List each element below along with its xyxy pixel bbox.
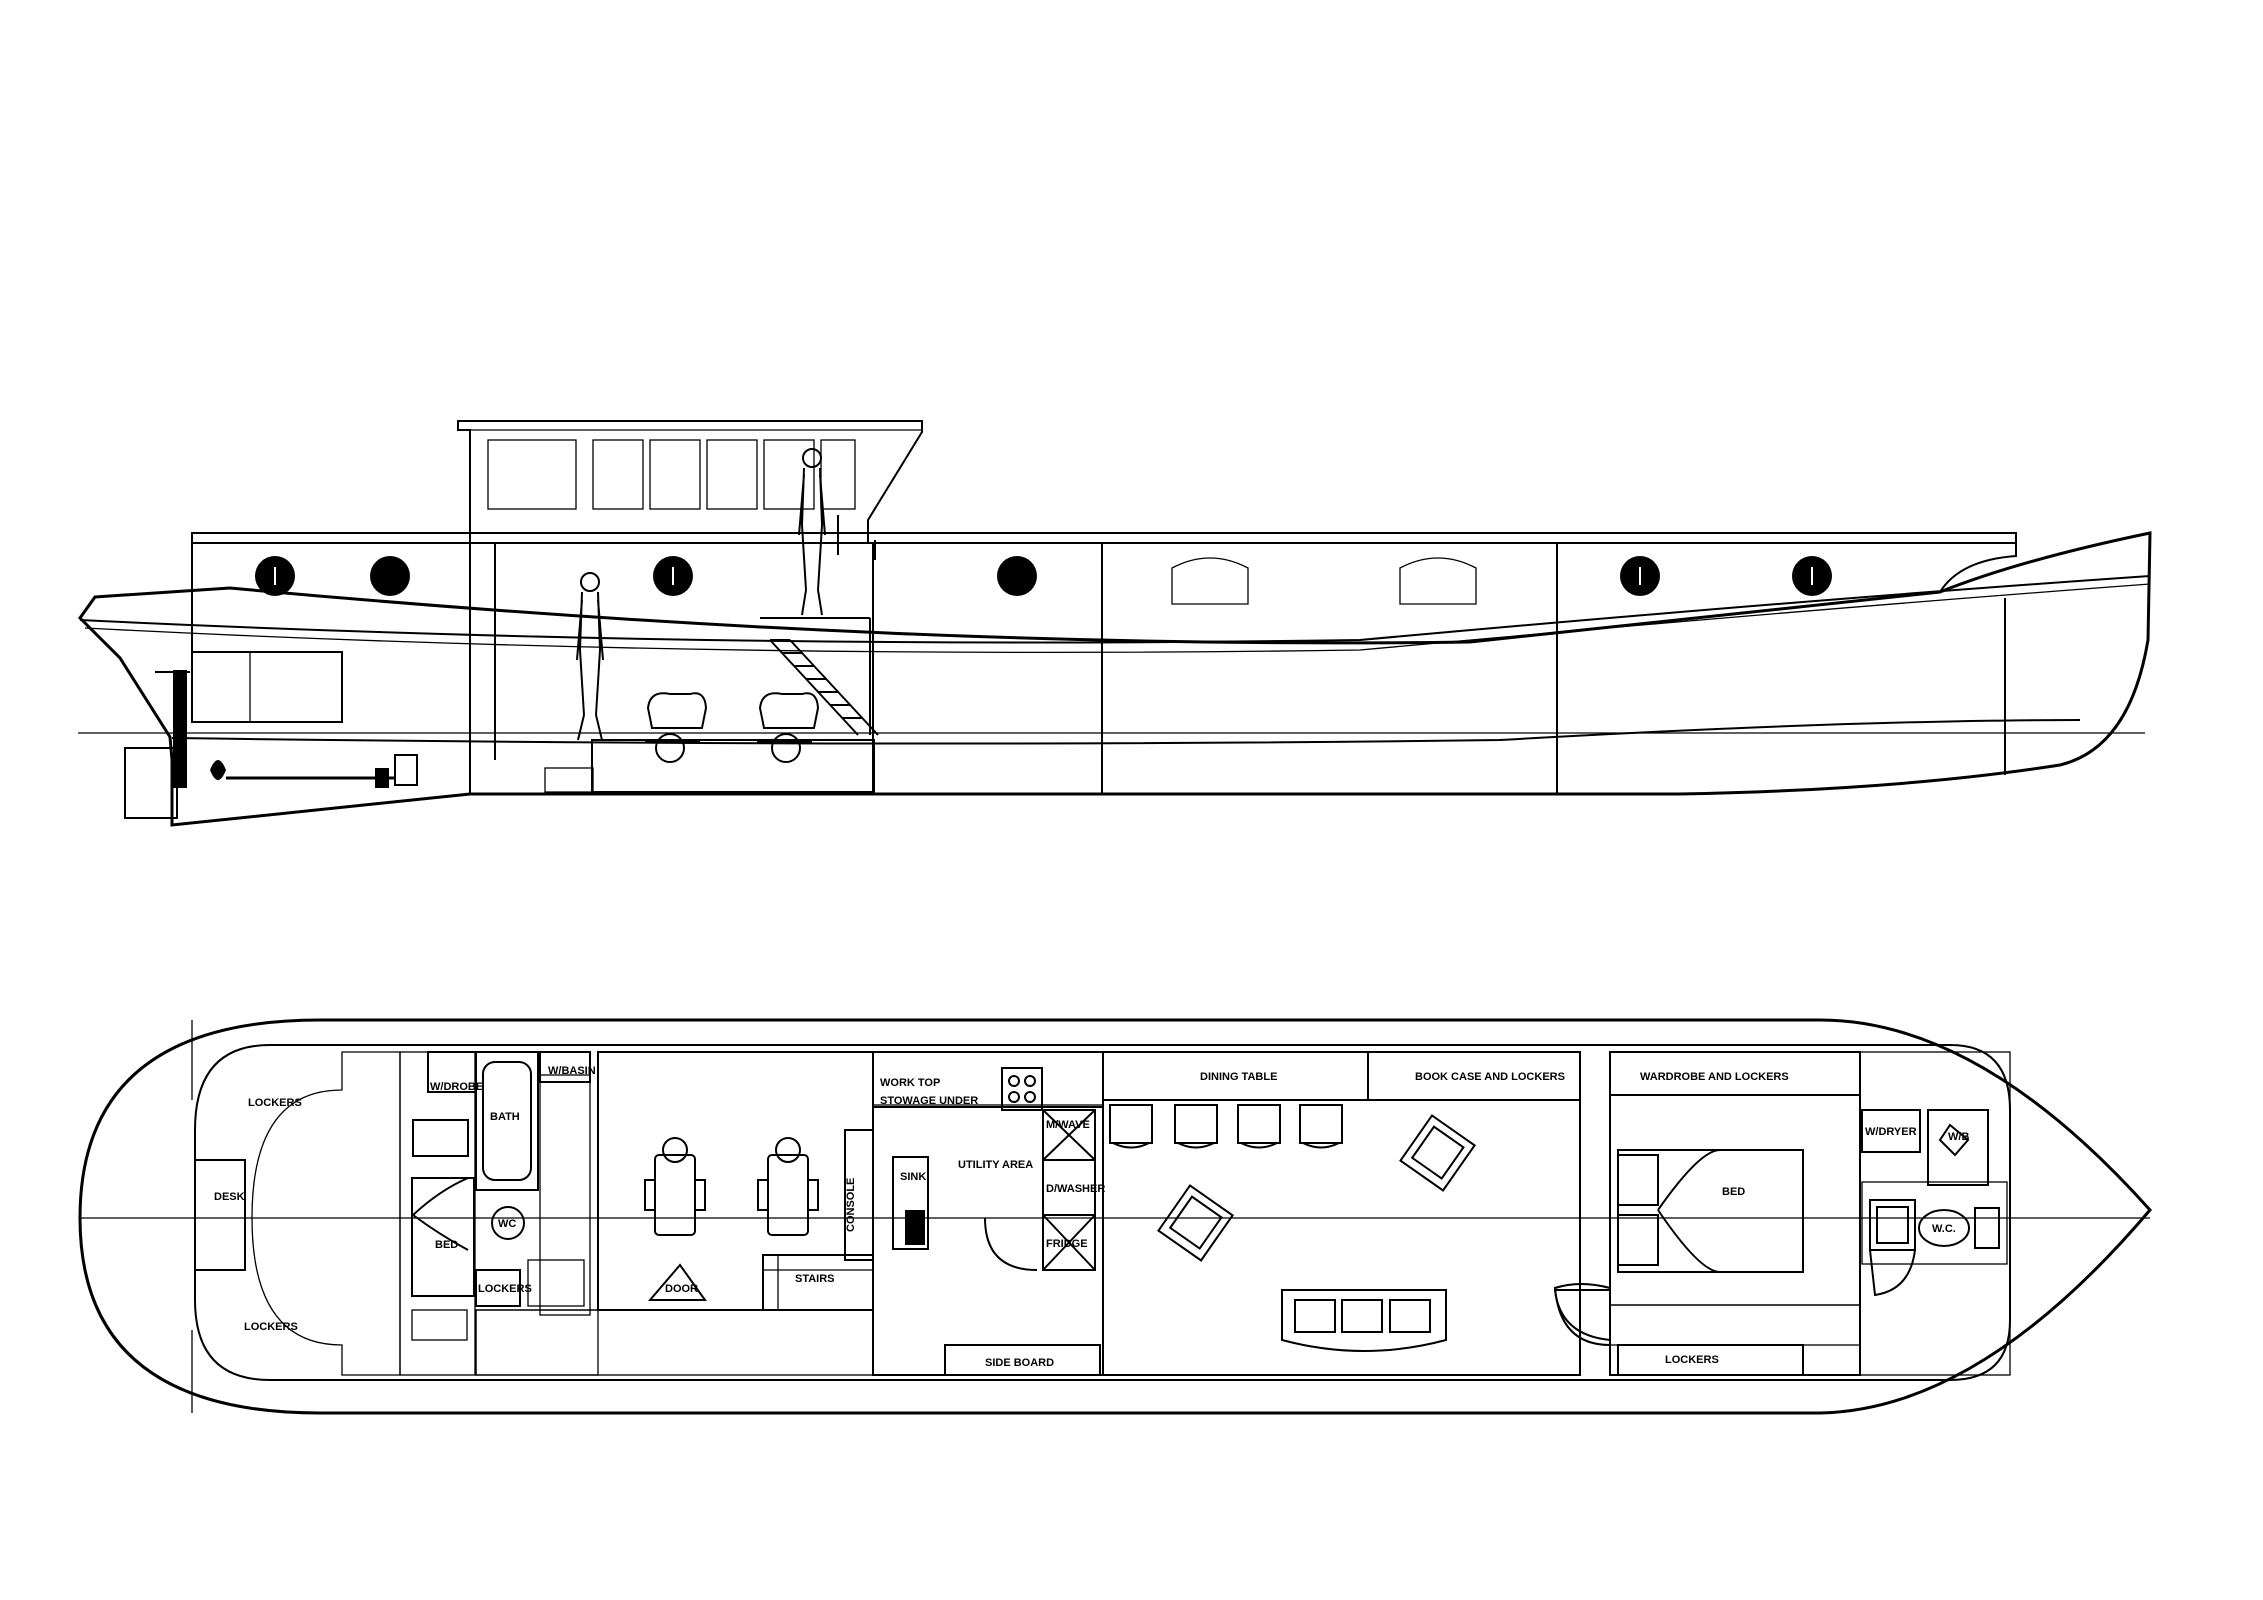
porthole	[997, 556, 1037, 596]
propeller	[210, 760, 226, 780]
dining-chair	[1109, 1104, 1153, 1149]
side-elevation	[78, 420, 2152, 827]
saloon-door-swing	[1553, 1283, 1611, 1347]
plan-hull-outer	[78, 1018, 2152, 1415]
engine-room	[597, 1051, 874, 1311]
rudder-post	[173, 670, 187, 788]
armchair	[1157, 1184, 1234, 1262]
plan-hull-inner	[194, 1044, 2011, 1381]
label-bed: BED	[435, 1239, 458, 1251]
label-bath: BATH	[490, 1111, 520, 1123]
arched-window	[1171, 557, 1249, 605]
label-lockers: LOCKERS	[248, 1097, 302, 1109]
sofa	[1281, 1289, 1447, 1352]
label-w-drobe: W/DROBE	[430, 1081, 483, 1093]
label-w-dryer: W/DRYER	[1865, 1126, 1917, 1138]
wheelhouse	[457, 420, 923, 543]
label-desk: DESK	[214, 1191, 245, 1203]
label-lockers: LOCKERS	[478, 1283, 532, 1295]
label-wc: WC	[498, 1218, 516, 1230]
label-wc: W.C.	[1932, 1223, 1956, 1235]
label-stowage-under: STOWAGE UNDER	[880, 1095, 978, 1107]
cabin-top	[191, 532, 2017, 544]
label-utility-area: UTILITY AREA	[958, 1159, 1033, 1171]
label-dining-table: DINING TABLE	[1200, 1071, 1277, 1083]
engine-side	[757, 692, 820, 763]
hull-outline	[78, 531, 2152, 827]
arched-window	[1399, 557, 1477, 605]
label-side-board: SIDE BOARD	[985, 1357, 1054, 1369]
engine-side	[645, 692, 708, 763]
engine-plan	[757, 1137, 819, 1236]
label-console: CONSOLE	[845, 1178, 857, 1232]
label-wardrobe: WARDROBE AND LOCKERS	[1640, 1071, 1789, 1083]
label-book-case: BOOK CASE AND LOCKERS	[1415, 1071, 1565, 1083]
aft-cabin-floor	[251, 1051, 401, 1376]
deck-plan: LOCKERS DESK LOCKERS W/DROBE BATH W/BASI…	[78, 1018, 2152, 1415]
label-door: DOOR	[665, 1283, 698, 1295]
label-sink: SINK	[900, 1171, 926, 1183]
label-stairs: STAIRS	[795, 1273, 835, 1285]
dining-chair	[1299, 1104, 1343, 1149]
label-fridge: FRIDGE	[1046, 1238, 1088, 1250]
armchair	[1399, 1114, 1476, 1192]
human-figure	[576, 572, 604, 741]
label-work-top: WORK TOP	[880, 1077, 940, 1089]
engine-plan	[644, 1137, 706, 1236]
label-w-basin: W/BASIN	[548, 1065, 596, 1077]
porthole	[370, 556, 410, 596]
label-lockers: LOCKERS	[244, 1321, 298, 1333]
sheer-line	[79, 575, 2151, 644]
dining-chair	[1237, 1104, 1281, 1149]
dining-chair	[1174, 1104, 1218, 1149]
stairs-side	[769, 639, 879, 736]
label-w-b: W/B	[1948, 1131, 1969, 1143]
label-d-washer: D/WASHER	[1046, 1183, 1105, 1195]
label-bed: BED	[1722, 1186, 1745, 1198]
label-lockers: LOCKERS	[1665, 1354, 1719, 1366]
human-figure	[798, 448, 826, 616]
label-m-wave: M/WAVE	[1046, 1119, 1090, 1131]
